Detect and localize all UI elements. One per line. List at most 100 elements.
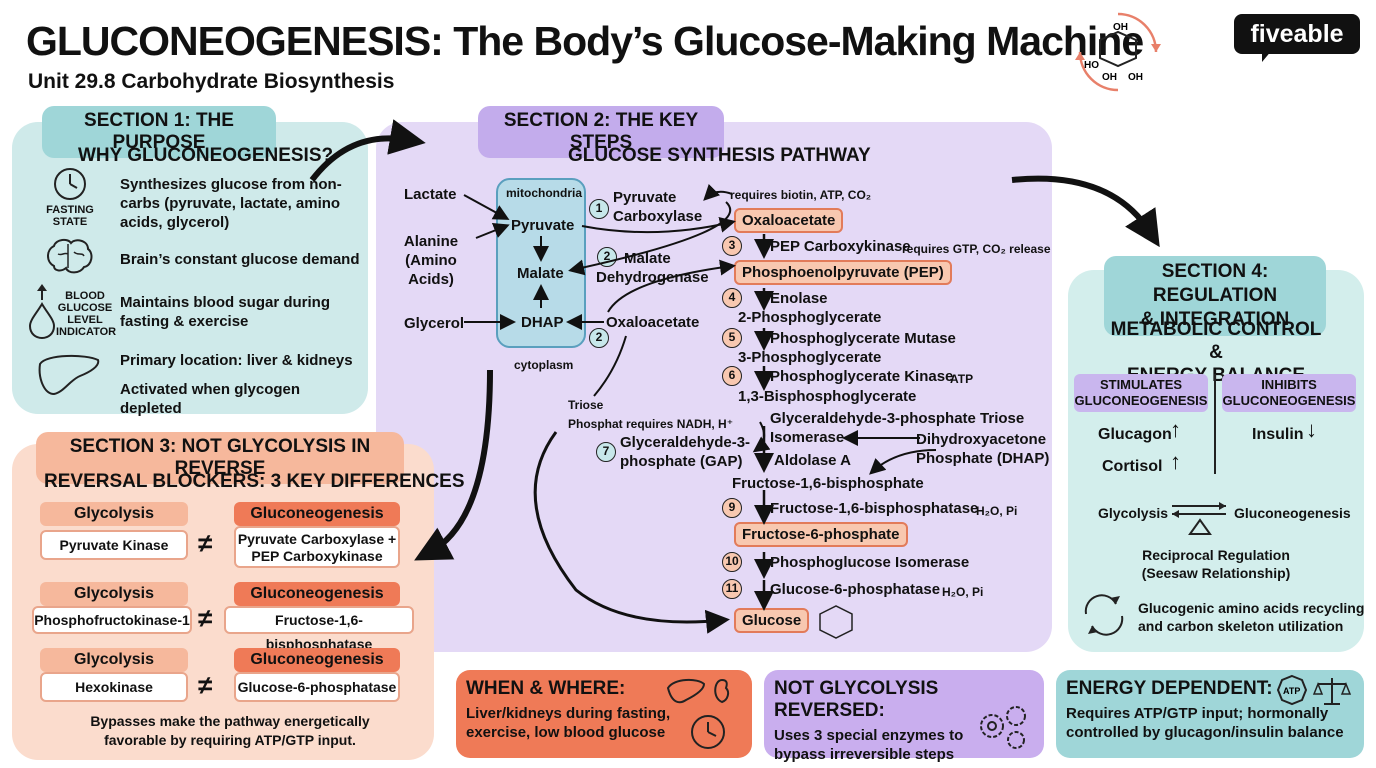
glycolysis-tag: Glycolysis: [40, 648, 188, 672]
fiveable-logo[interactable]: fiveable: [1234, 14, 1360, 54]
section1-tag: SECTION 1: THE PURPOSE: [42, 106, 276, 158]
pc-pepck-box: Pyruvate Carboxylase + PEP Carboxykinase: [234, 526, 400, 568]
glycolysis-label: Glycolysis: [1098, 505, 1169, 521]
step-number: 7: [596, 442, 616, 462]
not-reversed-body: Uses 3 special enzymes to bypass irrever…: [774, 727, 964, 763]
fbpase-box: Fructose-1,6-bisphosphatase: [224, 606, 414, 652]
up-arrow-icon: ↑: [1170, 417, 1181, 442]
ho-label: HO: [1084, 60, 1099, 71]
fasting-state-label: FASTING STATE: [46, 204, 94, 228]
reciprocal-regulation-label: Reciprocal Regulation (Seesaw Relationsh…: [1141, 547, 1291, 581]
fbpase-label: Fructose-1,6-bisphosphatase: [770, 500, 979, 517]
clock-icon: [54, 168, 86, 200]
blood-drop-icon: [28, 284, 56, 340]
biotin-requirement: requires biotin, ATP, CO₂: [730, 188, 872, 202]
pgi-label: Phosphoglucose Isomerase: [770, 554, 970, 571]
atp-icon-label: ATP: [1283, 686, 1300, 696]
gluconeogenesis-label: Gluconeogenesis: [1234, 505, 1351, 521]
section3-tag: SECTION 3: NOT GLYCOLYSIS IN REVERSE: [36, 432, 404, 484]
step-number: 4: [722, 288, 742, 308]
energy-dependent-title: ENERGY DEPENDENT:: [1066, 678, 1273, 699]
page-subtitle: Unit 29.8 Carbohydrate Biosynthesis: [28, 70, 395, 93]
inhibits-tag: INHIBITS GLUCONEOGENESIS: [1222, 374, 1356, 412]
liver-kidney-clock-icon: [666, 678, 730, 749]
purpose-text-5: Activated when glycogen depleted: [120, 381, 301, 417]
section1-heading: WHY GLUCONEOGENESIS?: [78, 145, 334, 166]
logo-tail: [1262, 50, 1272, 62]
bpg-label: 1,3-Bisphosphoglycerate: [738, 388, 917, 405]
arrow-s2-to-s3: [414, 369, 493, 561]
not-reversed-title: NOT GLYCOLYSIS REVERSED:: [774, 678, 939, 721]
not-equal-sign: ≠: [198, 603, 213, 633]
2pg-label: 2-Phosphoglycerate: [738, 309, 882, 326]
blood-glucose-label: BLOOD GLUCOSE LEVEL INDICATOR: [56, 290, 117, 338]
glucagon-label: Glucagon: [1098, 426, 1172, 443]
enolase-label: Enolase: [770, 290, 828, 307]
pfk1-box: Phosphofructokinase-1: [32, 606, 192, 634]
section2-heading: GLUCOSE SYNTHESIS PATHWAY: [568, 145, 871, 166]
glycerol-label: Glycerol: [404, 315, 465, 332]
gap-label: Glyceraldehyde-3- phosphate (GAP): [620, 434, 751, 470]
g6pase-label: Glucose-6-phosphatase: [770, 581, 941, 598]
gluconeogenesis-tag: Gluconeogenesis: [234, 502, 400, 526]
gluconeogenesis-tag: Gluconeogenesis: [234, 648, 400, 672]
section3-heading: REVERSAL BLOCKERS: 3 KEY DIFFERENCES: [44, 471, 465, 492]
lactate-label: Lactate: [404, 186, 457, 203]
when-where-title: WHEN & WHERE:: [466, 678, 626, 699]
step-number: 9: [722, 498, 742, 518]
step-number: 3: [722, 236, 742, 256]
energy-dependent-body: Requires ATP/GTP input; hormonally contr…: [1066, 705, 1344, 741]
g6pase-box: Glucose-6-phosphatase: [234, 672, 400, 702]
purpose-text-1: Synthesizes glucose from non-carbs (pyru…: [120, 176, 342, 231]
insulin-label: Insulin: [1252, 426, 1304, 443]
oh-label: OH: [1128, 72, 1143, 83]
purpose-text-4: Primary location: liver & kidneys: [120, 352, 353, 369]
step-number: 10: [722, 552, 742, 572]
divider: [1214, 374, 1216, 474]
malate-node: Malate: [517, 265, 564, 282]
section3-footer: Bypasses make the pathway energetically …: [90, 713, 370, 748]
aldolase-label: Aldolase A: [774, 452, 851, 469]
f6p-box: Fructose-6-phosphate: [734, 522, 908, 547]
pyruvate-kinase-box: Pyruvate Kinase: [40, 530, 188, 560]
step-number: 11: [722, 579, 742, 599]
not-equal-sign: ≠: [198, 670, 213, 700]
recycle-icon: [1084, 594, 1124, 636]
section2-tag: SECTION 2: THE KEY STEPS: [478, 106, 724, 158]
when-where-card: WHEN & WHERE: Liver/kidneys during fasti…: [456, 670, 752, 758]
step-number: 1: [589, 199, 609, 219]
step-number: 2: [597, 247, 617, 267]
h2o-pi-label: H₂O, Pi: [976, 504, 1018, 518]
atp-scale-icon: ATP: [1276, 674, 1352, 706]
pyruvate-carboxylase-label: Pyruvate Carboxylase: [613, 189, 703, 225]
mitochondria-label: mitochondria: [506, 186, 583, 200]
gtp-requirement: requires GTP, CO₂ release: [902, 242, 1051, 256]
gears-icon: [980, 706, 1026, 749]
brain-icon: [47, 238, 93, 274]
oxaloacetate-box: Oxaloacetate: [734, 208, 844, 233]
pathway-arrows: [463, 183, 937, 634]
pep-box: Phosphoenolpyruvate (PEP): [734, 260, 952, 285]
triose-label: Triose Phosphat requires NADH, H⁺: [568, 398, 734, 431]
cortisol-label: Cortisol: [1102, 458, 1163, 475]
up-arrow-icon: ↑: [1170, 449, 1181, 474]
glycolysis-tag: Glycolysis: [40, 582, 188, 606]
when-where-body: Liver/kidneys during fasting, exercise, …: [466, 705, 671, 741]
down-arrow-icon: ↓: [1306, 417, 1317, 442]
section4-tag: SECTION 4: REGULATION & INTEGRATION: [1104, 256, 1326, 336]
glucose-structure-icon: [819, 605, 853, 639]
glucose-cycle-icon: OH HO OH OH: [1075, 12, 1161, 92]
dhap-full-label: Dihydroxyacetone Phosphate (DHAP): [916, 431, 1050, 467]
purpose-text-3: Maintains blood sugar during fasting & e…: [120, 294, 330, 330]
energy-dependent-card: ENERGY DEPENDENT: Requires ATP/GTP input…: [1056, 670, 1364, 758]
not-equal-sign: ≠: [198, 528, 213, 558]
oh-label: OH: [1102, 72, 1117, 83]
alanine-label: Alanine (Amino Acids): [403, 233, 459, 288]
arrow-s1-to-s2: [309, 119, 426, 182]
oh-label: OH: [1113, 22, 1128, 33]
step-number: 5: [722, 328, 742, 348]
arrow-s2-to-s4: [1011, 175, 1160, 248]
pyruvate-node: Pyruvate: [511, 217, 575, 234]
f16bp-label: Fructose-1,6-bisphosphate: [732, 475, 924, 492]
